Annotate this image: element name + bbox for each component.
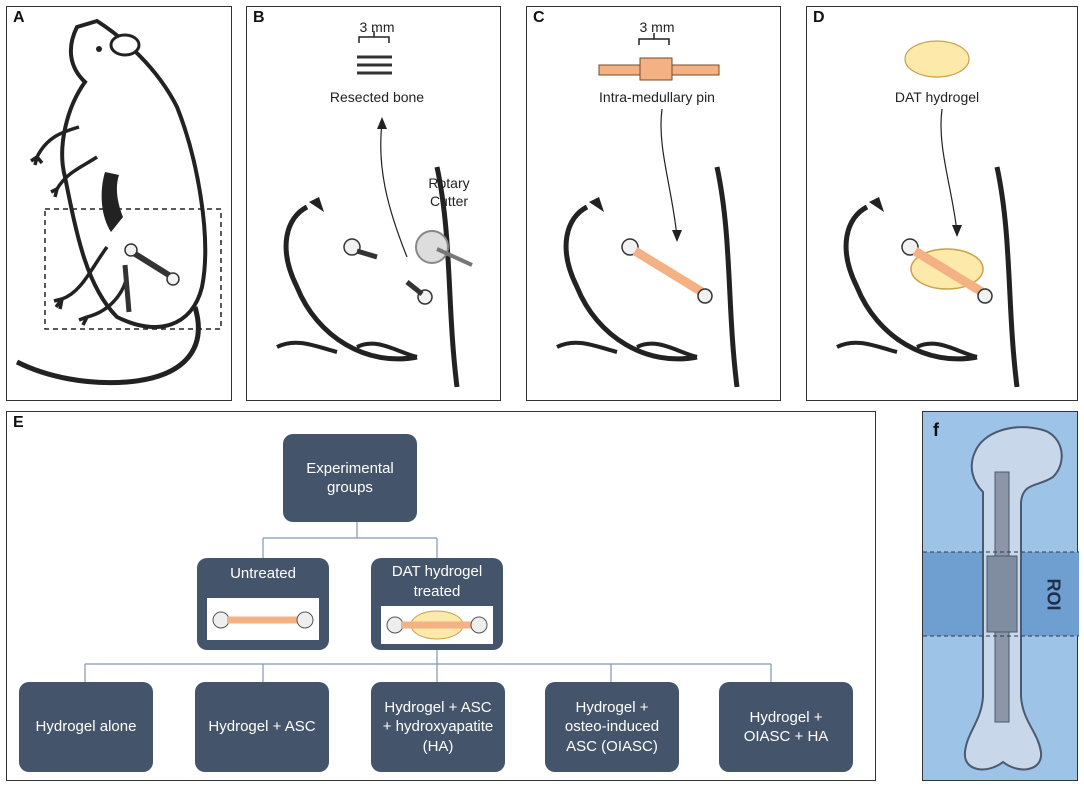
pin-caption: Intra-medullary pin — [599, 89, 715, 105]
panel-b: B 3 mm Resected bone Rotary Cutter — [246, 6, 501, 401]
hydrogel-caption: DAT hydrogel — [894, 89, 980, 105]
panel-c-label: C — [533, 9, 545, 26]
panel-b-diagram — [276, 31, 473, 388]
hydrogel-blob-icon — [904, 40, 970, 78]
resected-bone-icon — [357, 55, 392, 75]
roi-label: ROI — [1043, 578, 1064, 611]
panel-d-diagram — [836, 40, 1020, 388]
femur-roi-diagram — [923, 426, 1079, 771]
untreated-bone-icon — [207, 598, 319, 640]
group-hydrogel-oiasc: Hydrogel + osteo-induced ASC (OIASC) — [545, 682, 679, 772]
untreated-label: Untreated — [230, 565, 296, 582]
panel-f: f ROI — [922, 411, 1079, 781]
panel-e-label: E — [13, 414, 24, 431]
femur-bone-icon — [343, 238, 433, 305]
femur-bone-icon — [621, 238, 713, 304]
panel-e: E Experimental groups Untreated DAT hydr… — [6, 411, 876, 781]
rat-illustration — [15, 18, 222, 386]
panel-d: D DAT hydrogel — [806, 6, 1078, 401]
scale-label: 3 mm — [639, 19, 675, 35]
intramedullary-pin-icon — [598, 57, 720, 81]
experimental-groups-box: Experimental groups — [283, 434, 417, 522]
treated-label: DAT hydrogel treated — [391, 563, 483, 600]
panel-c: C 3 mm Intra-medullary pin — [526, 6, 781, 401]
panel-a: A — [6, 6, 232, 401]
rotary-cutter-icon — [415, 230, 473, 267]
treated-bone-icon — [381, 606, 493, 644]
untreated-box: Untreated — [197, 558, 329, 650]
tree-connectors — [84, 522, 772, 682]
group-hydrogel-oiasc-ha: Hydrogel + OIASC + HA — [719, 682, 853, 772]
resected-bone-caption: Resected bone — [329, 89, 425, 105]
panel-f-label: f — [933, 420, 939, 440]
femur-bone-icon — [901, 238, 993, 304]
group-hydrogel-alone: Hydrogel alone — [19, 682, 153, 772]
panel-a-label: A — [13, 9, 25, 26]
scale-label: 3 mm — [359, 19, 395, 35]
panel-c-diagram — [556, 33, 740, 388]
panel-d-label: D — [813, 9, 825, 26]
dat-hydrogel-treated-box: DAT hydrogel treated — [371, 558, 503, 650]
panel-b-label: B — [253, 9, 265, 26]
group-hydrogel-asc-ha: Hydrogel + ASC + hydroxyapatite (HA) — [371, 682, 505, 772]
group-hydrogel-asc: Hydrogel + ASC — [195, 682, 329, 772]
